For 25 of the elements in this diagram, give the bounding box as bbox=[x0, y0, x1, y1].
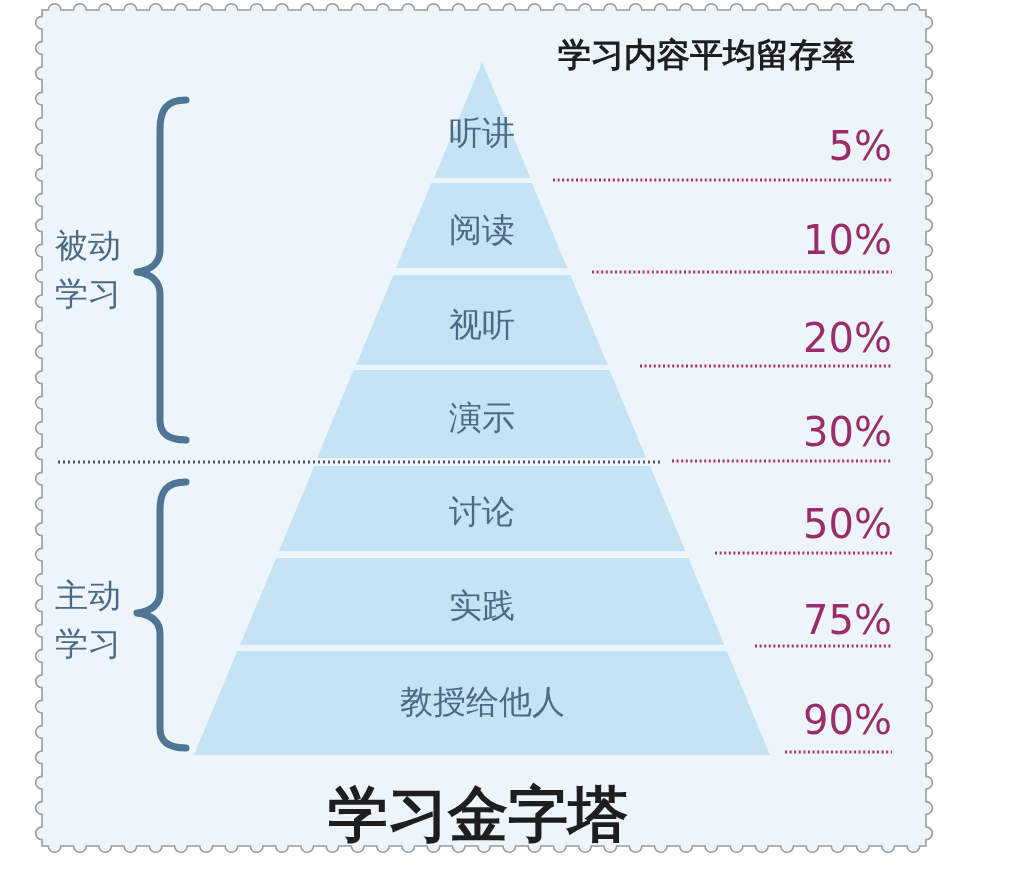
pyramid-tier bbox=[194, 651, 770, 755]
pyramid-tier bbox=[356, 275, 608, 365]
group-label: 被动学习 bbox=[55, 225, 122, 315]
tier-label: 讨论 bbox=[449, 495, 515, 528]
percentage-label: 75% bbox=[803, 600, 892, 640]
pyramid-tier bbox=[239, 558, 725, 645]
percentage-label: 10% bbox=[803, 220, 892, 260]
tier-label: 听讲 bbox=[449, 116, 515, 149]
tier-label: 实践 bbox=[449, 589, 515, 622]
column-heading: 学习内容平均留存率 bbox=[558, 38, 855, 71]
percentage-label: 30% bbox=[803, 412, 892, 452]
pyramid-tier bbox=[396, 183, 568, 268]
pyramid-tier bbox=[278, 466, 686, 551]
tier-label: 教授给他人 bbox=[399, 685, 565, 718]
tier-label: 演示 bbox=[449, 401, 515, 434]
percentage-label: 5% bbox=[828, 126, 892, 166]
pyramid-tier bbox=[317, 370, 647, 458]
tier-label: 阅读 bbox=[449, 213, 515, 246]
percentage-label: 90% bbox=[803, 700, 892, 740]
group-label: 主动学习 bbox=[55, 575, 122, 665]
pyramid-tier bbox=[433, 62, 531, 178]
tier-label: 视听 bbox=[449, 308, 515, 341]
percentage-label: 50% bbox=[803, 504, 892, 544]
percentage-label: 20% bbox=[803, 318, 892, 358]
diagram-title: 学习金字塔 bbox=[328, 784, 628, 844]
